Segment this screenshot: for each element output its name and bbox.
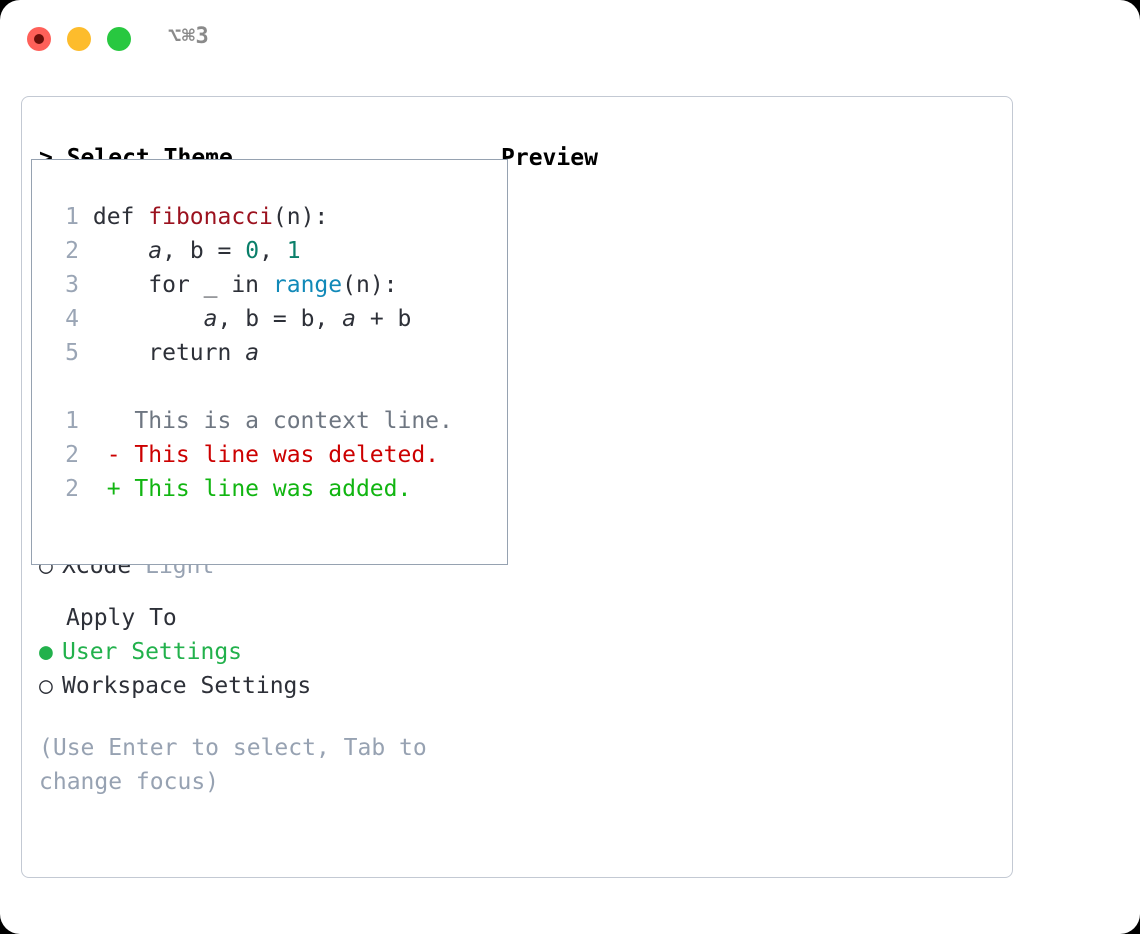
code-line-number: 4 xyxy=(65,306,79,332)
hint-spacer xyxy=(39,703,479,731)
apply-to-item-user-settings[interactable]: ● User Settings xyxy=(39,635,479,669)
code-line: 2 a, b = 0, 1 xyxy=(53,234,493,268)
radio-unselected-icon: ○ xyxy=(39,673,53,699)
code-token xyxy=(93,306,204,332)
code-token: a xyxy=(342,306,356,332)
zoom-window-button[interactable] xyxy=(107,27,131,51)
diff-text: This line was deleted. xyxy=(120,442,440,468)
content-panel: > Select Theme ○ANSI Dark○Atom One Dark○… xyxy=(21,96,1013,878)
apply-to-header: Apply To xyxy=(66,605,177,631)
section-spacer xyxy=(39,583,479,601)
apply-to-item-workspace-settings[interactable]: ○ Workspace Settings xyxy=(39,669,479,703)
code-token: 0 xyxy=(245,238,260,264)
diff-line-number: 1 xyxy=(65,408,79,434)
diff-line-context: 1 This is a context line. xyxy=(53,404,493,438)
code-token: fibonacci xyxy=(148,204,273,230)
code-line-number: 1 xyxy=(65,204,79,230)
code-token: 1 xyxy=(286,238,301,264)
code-line: 3 for _ in range(n): xyxy=(53,268,493,302)
keyboard-hint-text: (Use Enter to select, Tab to change focu… xyxy=(39,735,427,795)
diff-line-number: 2 xyxy=(65,476,79,502)
diff-text: This line was added. xyxy=(120,476,412,502)
code-token: a xyxy=(203,306,218,332)
diff-marker xyxy=(79,408,121,434)
diff-marker: - xyxy=(79,442,121,468)
code-line-number: 2 xyxy=(65,238,79,264)
code-token: + b xyxy=(355,306,412,332)
code-token: b xyxy=(189,238,204,264)
code-token: , xyxy=(259,238,287,264)
title-bar: ⌥⌘3 xyxy=(0,0,1140,80)
apply-to-item-label: Workspace Settings xyxy=(62,673,312,699)
code-token xyxy=(93,238,148,264)
code-diff-spacer xyxy=(53,370,493,404)
close-window-button[interactable] xyxy=(27,27,51,51)
code-token: , b = b, xyxy=(217,306,343,332)
code-line: 1 def fibonacci(n): xyxy=(53,200,493,234)
code-token: return xyxy=(92,340,246,366)
code-token: (n): xyxy=(272,204,329,230)
code-token: for _ in xyxy=(92,272,273,298)
apply-to-list[interactable]: ● User Settings ○ Workspace Settings xyxy=(39,635,479,703)
code-line-number: 5 xyxy=(65,340,79,366)
diff-marker: + xyxy=(79,476,121,502)
code-token: range xyxy=(272,272,343,298)
minimize-window-button[interactable] xyxy=(67,27,91,51)
code-token: def xyxy=(92,204,149,230)
radio-selected-icon: ● xyxy=(39,639,53,665)
diff-lines: 1 This is a context line.2 - This line w… xyxy=(53,404,493,506)
diff-line-del: 2 - This line was deleted. xyxy=(53,438,493,472)
code-line-number: 3 xyxy=(65,272,79,298)
code-token: = xyxy=(203,238,246,264)
diff-line-number: 2 xyxy=(65,442,79,468)
close-icon xyxy=(34,34,44,44)
code-token: , xyxy=(162,238,190,264)
keyboard-shortcut-label: ⌥⌘3 xyxy=(168,24,210,49)
preview-title: Preview xyxy=(501,145,598,171)
diff-text: This is a context line. xyxy=(120,408,453,434)
apply-to-item-label: User Settings xyxy=(62,639,243,665)
code-line: 4 a, b = b, a + b xyxy=(53,302,493,336)
diff-line-add: 2 + This line was added. xyxy=(53,472,493,506)
code-token: a xyxy=(148,238,163,264)
preview-column: Preview xyxy=(501,141,598,175)
code-token: a xyxy=(245,340,260,366)
code-token: (n): xyxy=(342,272,398,298)
code-line: 5 return a xyxy=(53,336,493,370)
